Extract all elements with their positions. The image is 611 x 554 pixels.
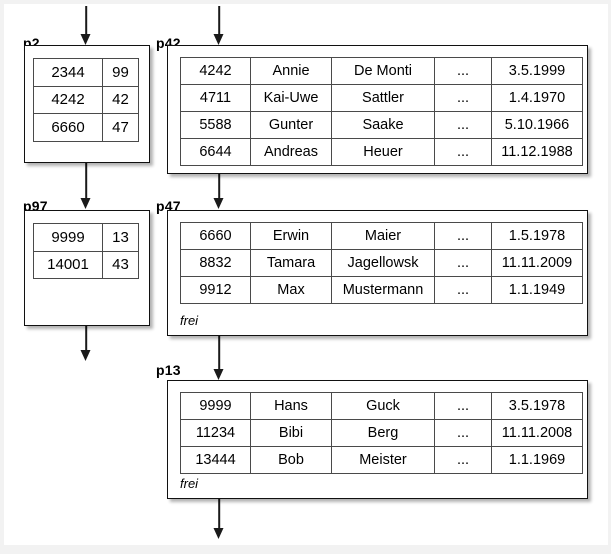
cell-pointer: 47 [102,113,139,142]
table-row[interactable]: 5588 Gunter Saake ... 5.10.1966 [180,111,583,139]
page-label-p13: p13 [156,362,181,378]
cell-pointer: 43 [102,250,139,280]
cell-first-name: Tamara [250,249,332,277]
cell-id: 9999 [180,392,251,420]
index-table-p2: 2344 99 4242 42 6660 47 [33,58,139,142]
cell-key: 2344 [33,58,103,87]
table-row[interactable]: 11234 Bibi Berg ... 11.11.2008 [180,419,583,447]
cell-key: 9999 [33,223,103,252]
table-row[interactable]: 6644 Andreas Heuer ... 11.12.1988 [180,138,583,166]
table-row[interactable]: 2344 99 [33,58,139,87]
cell-date: 11.11.2009 [491,249,583,277]
table-row[interactable]: 9912 Max Mustermann ... 1.1.1949 [180,276,583,304]
cell-last-name: Heuer [331,138,435,166]
cell-more: ... [434,222,492,250]
data-table-p47: 6660 Erwin Maier ... 1.5.1978 8832 Tamar… [180,222,583,304]
cell-more: ... [434,276,492,304]
cell-key: 4242 [33,85,103,115]
free-space-label-p13: frei [180,476,199,491]
cell-more: ... [434,138,492,166]
free-space-label-p47: frei [180,313,199,328]
cell-pointer: 13 [102,223,139,252]
table-row[interactable]: 14001 43 [33,250,139,280]
cell-last-name: Guck [331,392,435,420]
cell-pointer: 99 [102,58,139,87]
cell-first-name: Annie [250,57,332,85]
cell-more: ... [434,111,492,139]
cell-id: 4242 [180,57,251,85]
cell-last-name: Sattler [331,84,435,112]
data-table-p13: 9999 Hans Guck ... 3.5.1978 11234 Bibi B… [180,392,583,474]
cell-last-name: Maier [331,222,435,250]
cell-more: ... [434,392,492,420]
table-row[interactable]: 4242 Annie De Monti ... 3.5.1999 [180,57,583,85]
cell-more: ... [434,57,492,85]
cell-date: 5.10.1966 [491,111,583,139]
cell-date: 3.5.1999 [491,57,583,85]
table-row[interactable]: 4711 Kai-Uwe Sattler ... 1.4.1970 [180,84,583,112]
table-row[interactable]: 13444 Bob Meister ... 1.1.1969 [180,446,583,474]
cell-first-name: Hans [250,392,332,420]
cell-id: 11234 [180,419,251,447]
cell-more: ... [434,446,492,474]
cell-key: 6660 [33,113,103,142]
cell-date: 11.12.1988 [491,138,583,166]
cell-date: 1.1.1949 [491,276,583,304]
cell-date: 1.1.1969 [491,446,583,474]
table-row[interactable]: 4242 42 [33,85,139,115]
cell-key: 14001 [33,250,103,280]
cell-date: 11.11.2008 [491,419,583,447]
cell-first-name: Andreas [250,138,332,166]
cell-date: 1.5.1978 [491,222,583,250]
cell-first-name: Bibi [250,419,332,447]
index-table-p97: 9999 13 14001 43 [33,223,139,280]
cell-id: 6644 [180,138,251,166]
page-label-p47: p47 [156,198,181,214]
cell-first-name: Bob [250,446,332,474]
table-row[interactable]: 8832 Tamara Jagellowsk ... 11.11.2009 [180,249,583,277]
cell-first-name: Kai-Uwe [250,84,332,112]
table-row[interactable]: 9999 13 [33,223,139,252]
cell-first-name: Max [250,276,332,304]
cell-first-name: Gunter [250,111,332,139]
cell-last-name: Meister [331,446,435,474]
cell-more: ... [434,249,492,277]
cell-last-name: Saake [331,111,435,139]
cell-first-name: Erwin [250,222,332,250]
page-label-p97: p97 [23,198,48,214]
cell-last-name: De Monti [331,57,435,85]
cell-date: 1.4.1970 [491,84,583,112]
table-row[interactable]: 6660 47 [33,113,139,142]
table-row[interactable]: 6660 Erwin Maier ... 1.5.1978 [180,222,583,250]
cell-more: ... [434,419,492,447]
cell-more: ... [434,84,492,112]
cell-date: 3.5.1978 [491,392,583,420]
cell-last-name: Mustermann [331,276,435,304]
cell-id: 4711 [180,84,251,112]
cell-id: 9912 [180,276,251,304]
cell-last-name: Berg [331,419,435,447]
data-table-p42: 4242 Annie De Monti ... 3.5.1999 4711 Ka… [180,57,583,166]
cell-id: 5588 [180,111,251,139]
cell-last-name: Jagellowsk [331,249,435,277]
cell-id: 13444 [180,446,251,474]
cell-id: 8832 [180,249,251,277]
table-row[interactable]: 9999 Hans Guck ... 3.5.1978 [180,392,583,420]
cell-id: 6660 [180,222,251,250]
cell-pointer: 42 [102,85,139,115]
